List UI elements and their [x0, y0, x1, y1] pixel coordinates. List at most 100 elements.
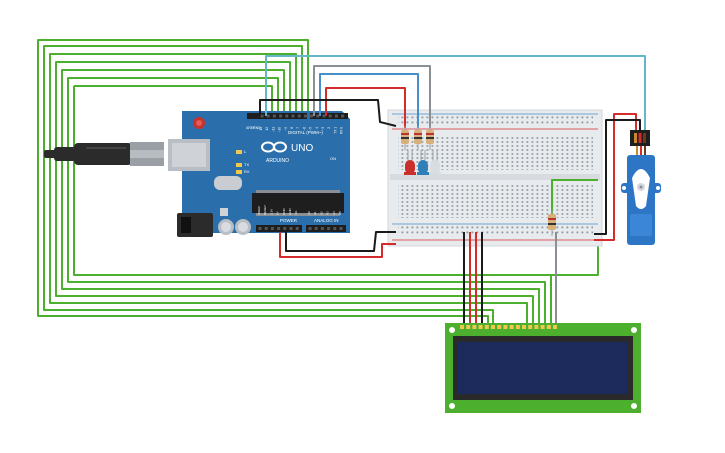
- lcd-pin[interactable]: [497, 325, 502, 329]
- analog-pin[interactable]: [308, 227, 312, 230]
- arduino-brand: ARDUINO: [266, 158, 289, 164]
- on-label: ON: [330, 156, 336, 161]
- lcd-pin[interactable]: [522, 325, 526, 329]
- arduino-model: UNO: [291, 143, 313, 154]
- analog-pin-label: A3: [326, 211, 330, 215]
- digital-pin[interactable]: [266, 114, 270, 118]
- analog-pin[interactable]: [339, 227, 343, 230]
- contrast-resistor: [548, 210, 556, 236]
- lcd-pin[interactable]: [540, 325, 545, 329]
- led-resistors: [401, 126, 434, 150]
- lcd-pin[interactable]: [466, 325, 471, 329]
- power-pin-label: 5V: [276, 211, 280, 215]
- lcd-pin[interactable]: [509, 325, 514, 329]
- servo-gnd-wire: [594, 119, 641, 235]
- gnd-top-wire: [259, 99, 397, 127]
- leds: [404, 150, 441, 175]
- servo-motor: [621, 130, 661, 245]
- power-pin[interactable]: [289, 227, 293, 230]
- digital-pin[interactable]: [310, 114, 314, 118]
- pot-wire: [551, 179, 598, 214]
- servo-signal-wire: [265, 55, 646, 132]
- digital-pin[interactable]: [285, 114, 289, 118]
- resistor-3: [426, 126, 434, 150]
- analog-pin[interactable]: [333, 227, 337, 230]
- resistor-2: [414, 126, 422, 150]
- blue-led-wire: [319, 73, 419, 128]
- analog-pin[interactable]: [314, 227, 318, 230]
- digital-pin[interactable]: [291, 114, 295, 118]
- signal-wires: [259, 55, 646, 326]
- blue-led: [417, 150, 429, 175]
- digital-pin[interactable]: [322, 114, 326, 118]
- digital-pin-label: 12: [265, 127, 269, 131]
- digital-pin[interactable]: [328, 114, 332, 118]
- digital-pin[interactable]: [334, 114, 338, 118]
- power-pin-label: GND: [288, 208, 292, 216]
- tx-label: TX: [244, 162, 249, 167]
- digital-pin-label: 2: [327, 127, 331, 129]
- digital-pin-label: RX 0: [340, 127, 344, 134]
- analog-pin[interactable]: [320, 227, 324, 230]
- 5v-wire: [279, 232, 396, 258]
- lcd-screen: [458, 342, 628, 394]
- analog-header: [306, 225, 346, 232]
- red-led: [404, 150, 416, 175]
- power-pin[interactable]: [258, 227, 262, 230]
- digital-pin[interactable]: [303, 114, 307, 118]
- arduino-uno-board: ARDUINO UNO DIGITAL (PWM~) AREF GND L TX…: [168, 111, 350, 237]
- lcd-pin[interactable]: [553, 325, 557, 329]
- gnd-bottom-wire: [285, 231, 396, 252]
- digital-pin-label: ~9: [284, 127, 288, 131]
- white-led-wire: [313, 65, 431, 128]
- digital-pin-label: 8: [290, 127, 294, 129]
- power-pin-label: Vin: [294, 210, 298, 215]
- power-pin[interactable]: [270, 227, 274, 230]
- power-pin-label: IOREF: [257, 206, 261, 215]
- digital-pin[interactable]: [297, 114, 301, 118]
- digital-pin[interactable]: [316, 114, 320, 118]
- arduino-logo: [261, 141, 287, 153]
- analog-pin[interactable]: [327, 227, 331, 230]
- crystal: [214, 176, 242, 190]
- analog-pin-label: A1: [313, 211, 317, 215]
- digital-pin-label: ~3: [321, 127, 325, 131]
- digital-pin[interactable]: [341, 114, 345, 118]
- power-pin[interactable]: [283, 227, 287, 230]
- analog-label: ANALOG IN: [314, 218, 339, 223]
- atmega-chip: [252, 193, 344, 213]
- aref-label: AREF: [246, 126, 255, 130]
- digital-pin-label: ~11: [271, 127, 275, 132]
- digital-pin[interactable]: [272, 114, 276, 118]
- digital-pin-label: 7: [296, 127, 300, 129]
- lcd-pin[interactable]: [484, 325, 489, 329]
- digital-label: DIGITAL (PWM~): [288, 130, 323, 135]
- l-label: L: [244, 149, 247, 154]
- power-pin-label: RESET: [263, 205, 267, 215]
- white-led: [429, 150, 441, 175]
- lcd-pin[interactable]: [528, 325, 533, 329]
- lcd-pin[interactable]: [460, 325, 464, 329]
- lcd-pin[interactable]: [491, 325, 495, 329]
- lcd-pin[interactable]: [503, 325, 508, 329]
- red-led-wire: [325, 87, 406, 128]
- lcd-display: [445, 323, 641, 413]
- power-pin[interactable]: [295, 227, 299, 230]
- lcd-pin[interactable]: [472, 325, 477, 329]
- rx-label: RX: [244, 169, 250, 174]
- power-pin[interactable]: [264, 227, 268, 230]
- analog-pin-label: A2: [319, 211, 323, 215]
- lcd-pin[interactable]: [478, 325, 483, 329]
- lcd-pins: [460, 325, 557, 329]
- power-label: POWER: [280, 218, 298, 223]
- digital-pin[interactable]: [279, 114, 283, 118]
- lcd-pin[interactable]: [534, 325, 539, 329]
- power-pin[interactable]: [277, 227, 281, 230]
- digital-pin-label: ~5: [309, 127, 313, 131]
- lcd-pin[interactable]: [546, 325, 551, 329]
- lcd-pin[interactable]: [515, 325, 520, 329]
- digital-pin[interactable]: [260, 114, 264, 118]
